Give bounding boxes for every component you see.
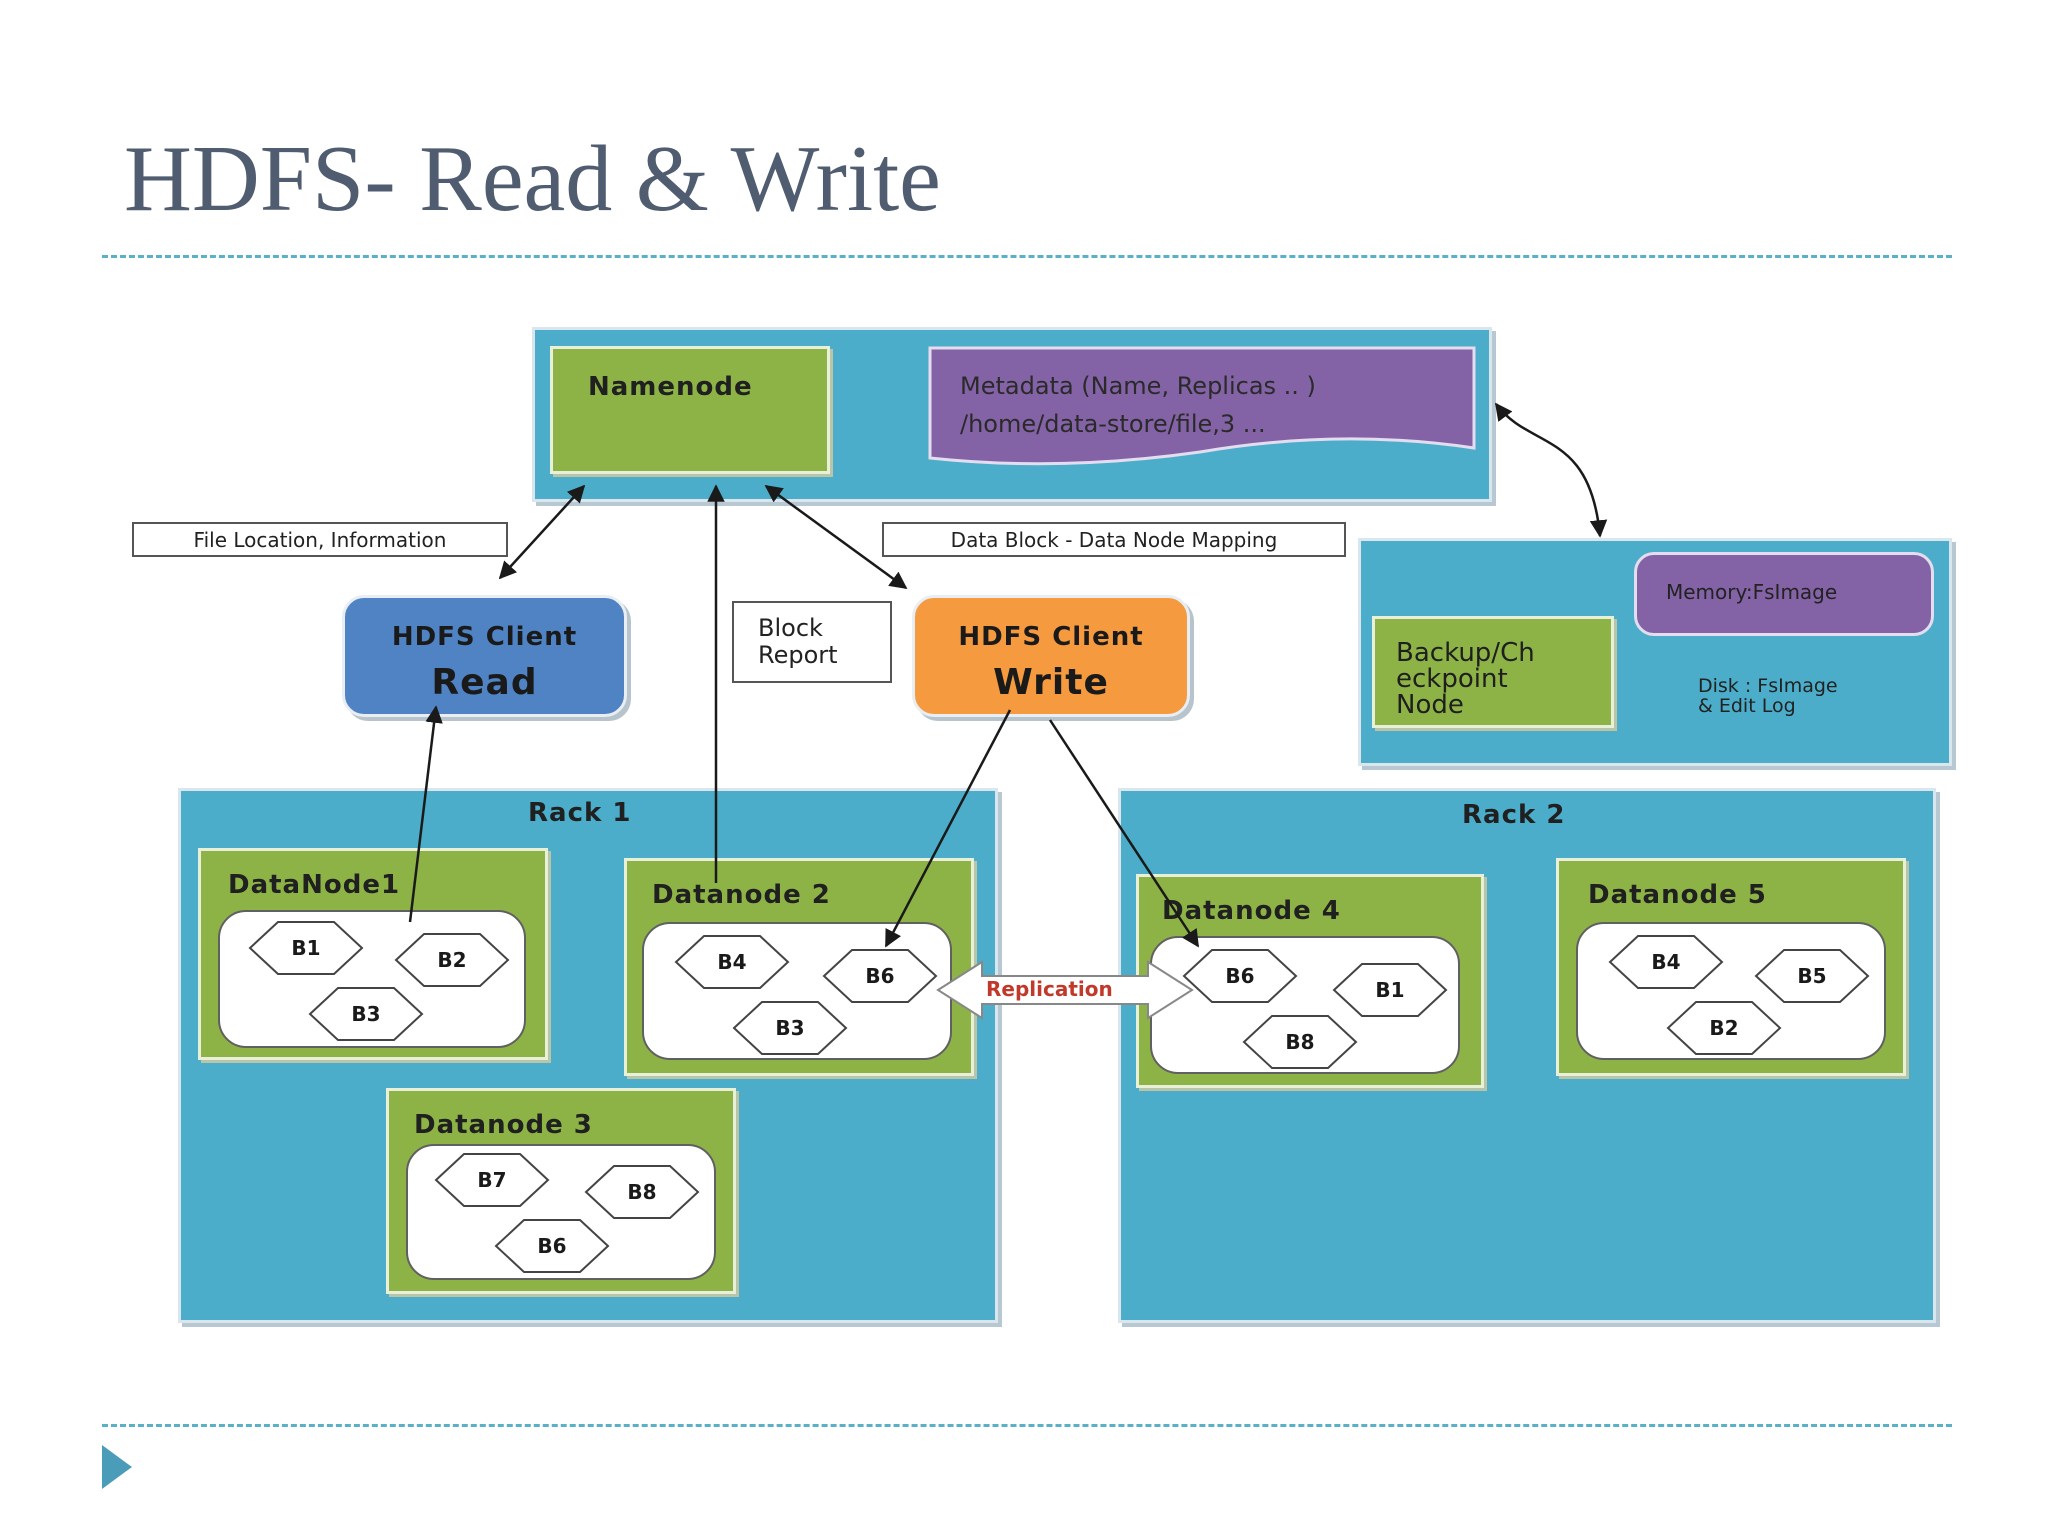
- replication-label: Replication: [986, 977, 1113, 1001]
- block-hexagon: B6: [822, 949, 938, 1003]
- metadata-line1: Metadata (Name, Replicas .. ): [960, 372, 1316, 400]
- write-client-line2: Write: [993, 662, 1109, 703]
- block-label: B2: [1709, 1016, 1738, 1040]
- block-label: B6: [537, 1234, 566, 1258]
- block-label: B3: [351, 1002, 380, 1026]
- block-hexagon: B6: [494, 1219, 610, 1273]
- datanode-3-label: Datanode 3: [414, 1110, 593, 1140]
- namenode-box: [550, 346, 830, 474]
- hdfs-client-read: HDFS Client Read: [342, 595, 627, 717]
- title-divider: [102, 255, 1952, 258]
- arrow-metadata-backup: [1494, 402, 1608, 538]
- namenode-label: Namenode: [588, 372, 753, 402]
- rack-1-label: Rack 1: [528, 798, 632, 828]
- rack-2-label: Rack 2: [1462, 800, 1566, 830]
- arrow-write-datanode4: [1048, 719, 1200, 948]
- write-client-line1: HDFS Client: [958, 622, 1144, 652]
- arrow-write-datanode2: [884, 709, 1012, 948]
- block-label: B8: [1285, 1030, 1314, 1054]
- block-report-line1: Block: [758, 614, 823, 642]
- block-label: B3: [775, 1016, 804, 1040]
- read-client-line1: HDFS Client: [391, 622, 578, 652]
- block-hexagon: B1: [248, 921, 364, 975]
- backup-line1: Backup/Ch: [1396, 638, 1535, 668]
- block-label: B8: [627, 1180, 656, 1204]
- block-label: B1: [291, 936, 320, 960]
- footer-divider: [102, 1424, 1952, 1427]
- block-hexagon: B3: [308, 987, 424, 1041]
- block-hexagon: B5: [1754, 949, 1870, 1003]
- read-client-line2: Read: [431, 662, 538, 703]
- arrow-namenode-read: [498, 484, 586, 580]
- metadata-line2: /home/data-store/file,3 ...: [960, 410, 1266, 438]
- block-hexagon: B2: [1666, 1001, 1782, 1055]
- arrow-namenode-write: [764, 484, 908, 590]
- block-hexagon: B3: [732, 1001, 848, 1055]
- backup-checkpoint-node: [1372, 616, 1614, 728]
- block-hexagon: B1: [1332, 963, 1448, 1017]
- arrow-datanode1-read: [408, 705, 443, 923]
- disk-line2: & Edit Log: [1698, 695, 1796, 717]
- block-label: B2: [437, 948, 466, 972]
- block-hexagon: B8: [1242, 1015, 1358, 1069]
- block-label: B5: [1797, 964, 1826, 988]
- block-hexagon: B4: [674, 935, 790, 989]
- slide-title: HDFS- Read & Write: [124, 127, 941, 231]
- block-hexagon: B4: [1608, 935, 1724, 989]
- block-label: B7: [477, 1168, 506, 1192]
- backup-line3: Node: [1396, 690, 1464, 720]
- block-label: B1: [1375, 978, 1404, 1002]
- datanode-5-label: Datanode 5: [1588, 880, 1767, 910]
- block-hexagon: B8: [584, 1165, 700, 1219]
- block-label: B6: [1225, 964, 1254, 988]
- datanode-2-label: Datanode 2: [652, 880, 831, 910]
- block-hexagon: B6: [1182, 949, 1298, 1003]
- slide-bullet-icon: [102, 1445, 132, 1489]
- hdfs-client-write: HDFS Client Write: [912, 595, 1190, 717]
- block-label: B4: [717, 950, 746, 974]
- block-hexagon: B7: [434, 1153, 550, 1207]
- block-label: B6: [865, 964, 894, 988]
- block-report-line2: Report: [758, 641, 838, 669]
- disk-text: Disk : FsImage & Edit Log: [1698, 676, 1838, 716]
- memory-fsimage-box: [1634, 552, 1934, 636]
- memory-fsimage-label: Memory:FsImage: [1666, 580, 1838, 604]
- backup-line2: eckpoint: [1396, 664, 1508, 694]
- datanode-1-label: DataNode1: [228, 870, 401, 900]
- backup-node-text: Backup/Ch eckpoint Node: [1396, 640, 1535, 718]
- file-location-callout: File Location, Information: [132, 522, 508, 557]
- block-label: B4: [1651, 950, 1680, 974]
- block-report-callout: Block Report: [732, 601, 892, 683]
- datanode-4-label: Datanode 4: [1162, 896, 1341, 926]
- block-hexagon: B2: [394, 933, 510, 987]
- disk-line1: Disk : FsImage: [1698, 675, 1838, 697]
- replication-arrow: [936, 960, 1194, 1020]
